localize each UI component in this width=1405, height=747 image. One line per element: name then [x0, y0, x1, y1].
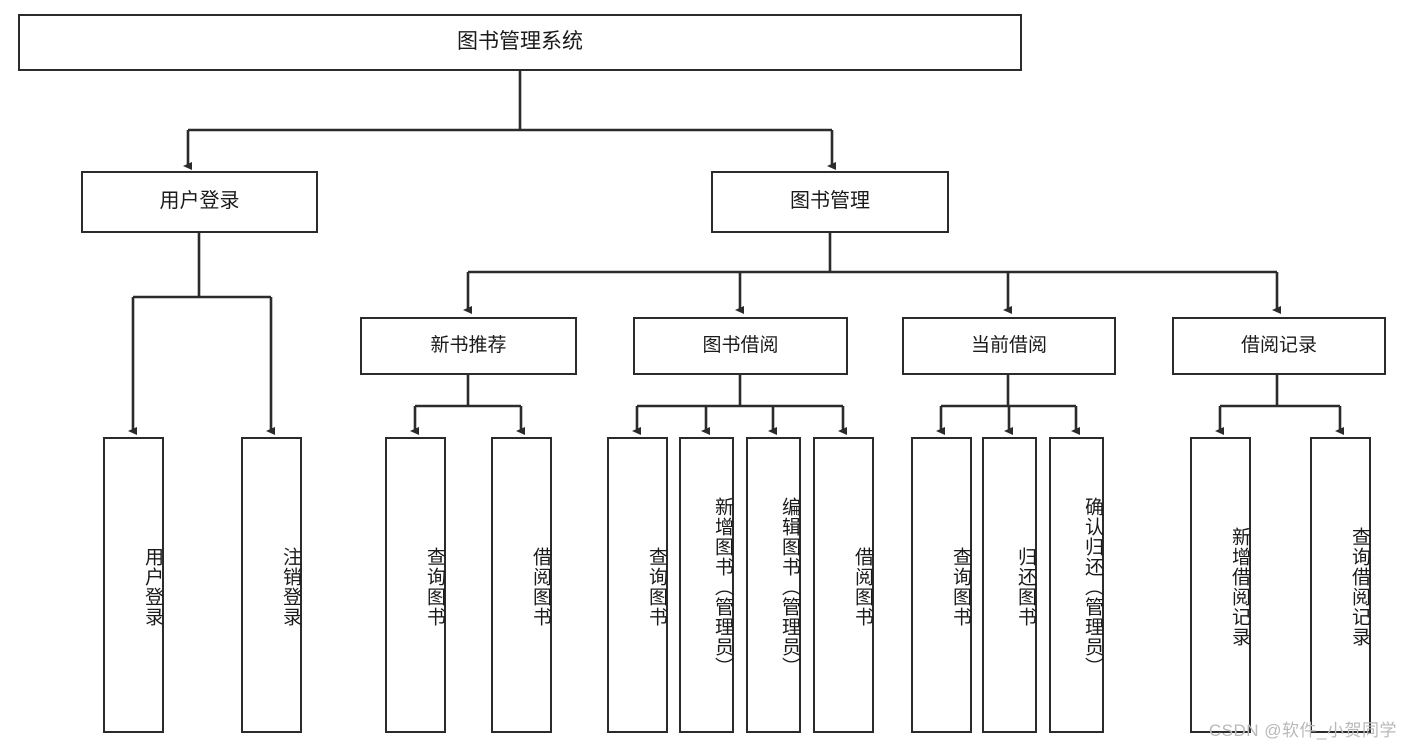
node-book-manage-label: 图书管理: [790, 190, 870, 213]
node-current-borrow-label: 当前借阅: [970, 334, 1047, 356]
node-current-borrow[interactable]: 当前借阅: [902, 317, 1116, 375]
node-book-manage[interactable]: 图书管理: [711, 171, 949, 233]
node-leaf-add-book-label: 新增图书（管理员）: [712, 497, 733, 677]
node-leaf-add-record-label: 新增借阅记录: [1229, 527, 1250, 647]
node-user-login-label: 用户登录: [159, 190, 240, 213]
node-leaf-borrow-book-1[interactable]: 借阅图书: [491, 437, 552, 733]
node-leaf-user-login[interactable]: 用户登录: [103, 437, 164, 733]
node-leaf-add-book[interactable]: 新增图书（管理员）: [679, 437, 734, 733]
node-leaf-logout-label: 注销登录: [280, 547, 301, 627]
node-leaf-query-book-3-label: 查询图书: [950, 547, 971, 627]
node-leaf-return-book[interactable]: 归还图书: [982, 437, 1037, 733]
node-leaf-query-book-1-label: 查询图书: [424, 547, 445, 627]
node-leaf-query-record[interactable]: 查询借阅记录: [1310, 437, 1371, 733]
node-leaf-return-book-label: 归还图书: [1015, 547, 1036, 627]
node-leaf-logout[interactable]: 注销登录: [241, 437, 302, 733]
node-leaf-confirm-return[interactable]: 确认归还（管理员）: [1049, 437, 1104, 733]
node-leaf-query-book-3[interactable]: 查询图书: [911, 437, 972, 733]
node-leaf-edit-book-label: 编辑图书（管理员）: [779, 497, 800, 677]
node-root[interactable]: 图书管理系统: [18, 14, 1022, 71]
node-new-book-recommend-label: 新书推荐: [430, 334, 507, 356]
node-leaf-query-book-1[interactable]: 查询图书: [385, 437, 446, 733]
node-leaf-add-record[interactable]: 新增借阅记录: [1190, 437, 1251, 733]
node-leaf-confirm-return-label: 确认归还（管理员）: [1082, 497, 1103, 677]
node-leaf-user-login-label: 用户登录: [142, 547, 163, 627]
watermark: CSDN @软件_小贺同学: [1208, 721, 1397, 740]
node-borrow-record[interactable]: 借阅记录: [1172, 317, 1386, 375]
node-user-login[interactable]: 用户登录: [81, 171, 318, 233]
node-borrow-record-label: 借阅记录: [1240, 334, 1317, 356]
node-leaf-query-book-2[interactable]: 查询图书: [607, 437, 668, 733]
node-book-borrow-label: 图书借阅: [702, 334, 779, 356]
node-root-label: 图书管理系统: [457, 30, 583, 54]
node-leaf-query-book-2-label: 查询图书: [646, 547, 667, 627]
node-leaf-borrow-book-2[interactable]: 借阅图书: [813, 437, 874, 733]
node-book-borrow[interactable]: 图书借阅: [633, 317, 848, 375]
node-leaf-borrow-book-1-label: 借阅图书: [530, 547, 551, 627]
node-leaf-borrow-book-2-label: 借阅图书: [852, 547, 873, 627]
node-leaf-query-record-label: 查询借阅记录: [1349, 527, 1370, 647]
node-leaf-edit-book[interactable]: 编辑图书（管理员）: [746, 437, 801, 733]
node-new-book-recommend[interactable]: 新书推荐: [360, 317, 577, 375]
